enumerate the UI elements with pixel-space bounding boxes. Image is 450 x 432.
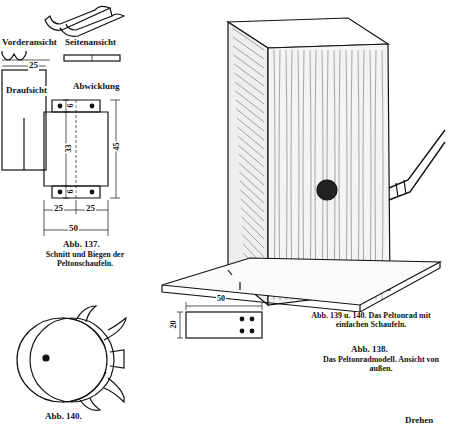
figure-caption: Schnitt und Biegen der Peltonschaufeln. [28,251,142,269]
wood-grain [232,28,264,50]
view-label: Seitenansicht [64,38,117,48]
wood-grain [243,235,264,257]
dimension: 20 [170,319,179,329]
wood-grain [233,46,264,68]
dimension: 25 [85,204,96,214]
dimension: 6 [67,102,76,108]
dimension: 50 [68,224,79,234]
dimension: 25 [53,204,64,214]
wood-grain [233,37,264,59]
wood-grain [234,55,264,77]
dimension: 6 [67,188,76,194]
dimension: 45 [113,141,122,151]
bucket-sketch [45,6,124,36]
side-view [64,55,120,61]
figure-caption: Abb. 138. [350,345,389,355]
wood-grain [242,226,264,248]
figure-caption: Abb. 137. [62,240,101,250]
pelton-wheel [17,306,126,410]
wood-grain [239,163,264,185]
text-fragment: Drehen [404,416,434,426]
view-label: Draufsicht [5,86,48,96]
wood-grain [240,181,264,203]
figure-caption: Das Peltonradmodell. Ansicht von außen. [318,356,444,374]
wood-grain [238,136,264,158]
wood-grain [242,217,264,239]
wood-grain [240,190,264,212]
view-label: Abwicklung [72,82,121,92]
wood-grain [241,208,264,230]
dimension: 25 [28,61,39,71]
development [44,100,120,236]
figure-caption: Abb. 139 u. 140. Das Peltonrad mit einfa… [300,312,442,330]
wood-grain [236,100,264,122]
wood-grain [238,145,264,167]
dimension: 50 [216,295,226,304]
wood-grain [241,199,264,221]
wood-grain [239,154,264,176]
front-view [2,51,50,60]
wood-grain [235,73,264,95]
wood-grain [234,64,264,86]
wood-grain [237,127,264,149]
top-view [2,66,46,170]
figure-caption: Abb. 140. [44,412,83,422]
blade-blank [177,302,262,338]
pelton-housing [162,18,445,312]
wood-grain [236,109,264,131]
wood-grain [235,91,264,113]
dimension: 33 [65,143,74,153]
wood-grain [235,82,264,104]
wood-grain [240,172,265,194]
wood-grain [237,118,264,140]
view-label: Vorderansicht [1,38,58,48]
